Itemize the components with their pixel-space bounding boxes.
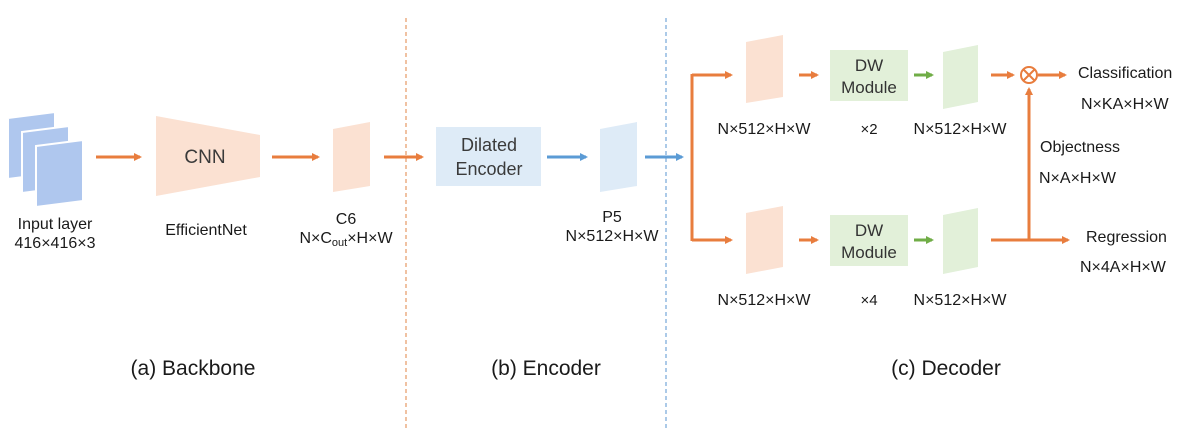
- top-output-feature-map: [943, 45, 978, 109]
- p5-feature-map: [600, 122, 637, 192]
- regression-label: Regression: [1086, 229, 1167, 246]
- multiply-icon: [1020, 66, 1038, 84]
- classification-label: Classification: [1078, 65, 1172, 82]
- cnn-trapezoid: [156, 116, 260, 196]
- input-size-label: 416×416×3: [15, 235, 96, 252]
- p5-dims-label: N×512×H×W: [566, 228, 660, 245]
- objectness-label: Objectness: [1040, 139, 1120, 156]
- efficientnet-label: EfficientNet: [165, 222, 247, 239]
- top-input-dims: N×512×H×W: [718, 121, 812, 138]
- bottom-dw-module-line1: DW: [855, 221, 883, 240]
- top-output-dims: N×512×H×W: [914, 121, 1008, 138]
- top-dw-module-line1: DW: [855, 56, 883, 75]
- objectness-dims: N×A×H×W: [1039, 170, 1117, 187]
- bottom-dw-module-line2: Module: [841, 243, 897, 262]
- regression-dims: N×4A×H×W: [1080, 259, 1167, 276]
- dilated-encoder-line2: Encoder: [455, 159, 522, 179]
- c6-dims-label: N×Cout×H×W: [299, 230, 393, 249]
- bottom-input-feature-map: [746, 206, 783, 274]
- bottom-repeat-label: ×4: [860, 292, 877, 309]
- top-dw-module-box: [830, 50, 908, 101]
- classification-dims: N×KA×H×W: [1081, 96, 1169, 113]
- bottom-output-dims: N×512×H×W: [914, 292, 1008, 309]
- section-decoder-caption: (c) Decoder: [891, 357, 1001, 380]
- top-repeat-label: ×2: [860, 121, 877, 138]
- section-encoder-caption: (b) Encoder: [491, 357, 601, 380]
- bottom-dw-module-box: [830, 215, 908, 266]
- top-input-feature-map: [746, 35, 783, 103]
- cnn-label: CNN: [184, 147, 225, 168]
- dilated-encoder-line1: Dilated: [461, 135, 517, 155]
- p5-label: P5: [602, 209, 622, 226]
- dilated-encoder-box: [436, 127, 541, 186]
- top-dw-module-line2: Module: [841, 78, 897, 97]
- input-layer-label: Input layer: [18, 216, 93, 233]
- input-layer-stack: [7, 110, 84, 209]
- c6-label: C6: [336, 211, 357, 228]
- c6-feature-map: [333, 122, 370, 192]
- bottom-input-dims: N×512×H×W: [718, 292, 812, 309]
- bottom-output-feature-map: [943, 208, 978, 274]
- section-backbone-caption: (a) Backbone: [131, 357, 256, 380]
